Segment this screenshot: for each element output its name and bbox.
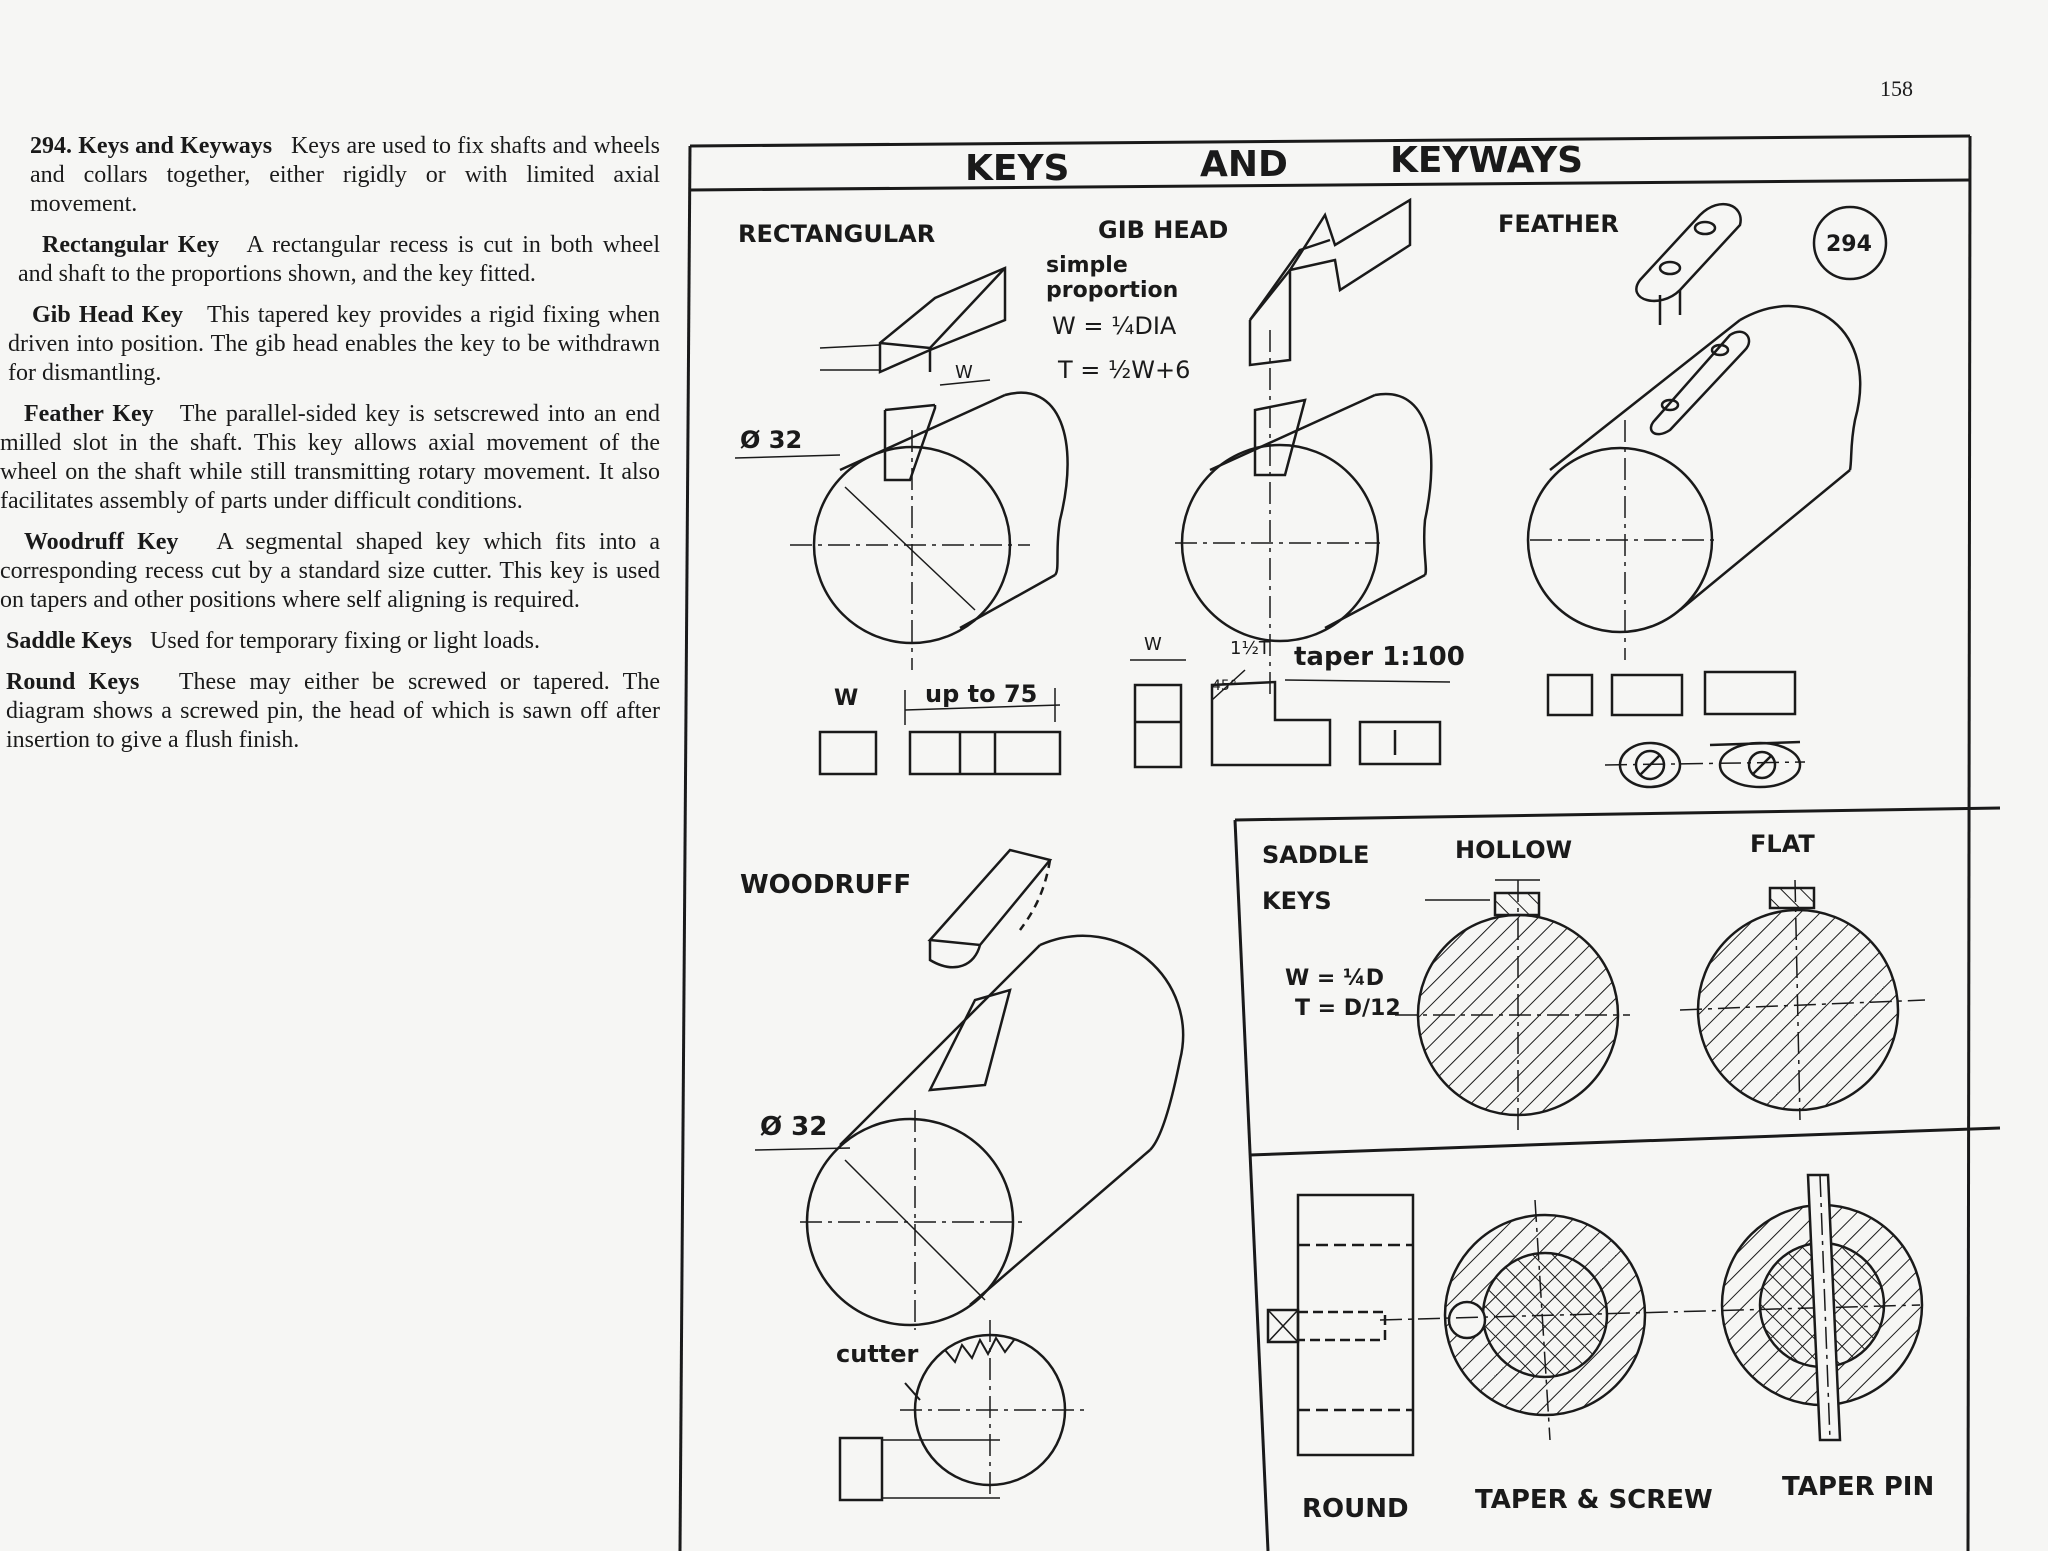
label-taper: taper 1:100	[1294, 642, 1465, 672]
label-saddle: SADDLE	[1262, 841, 1369, 869]
text-column: 294. Keys and Keyways Keys are used to f…	[0, 132, 660, 767]
label-woodruff: WOODRUFF	[740, 870, 911, 900]
woodruff-key	[927, 848, 1053, 969]
gib-key	[1248, 197, 1412, 367]
title-keys: KEYS	[965, 148, 1069, 189]
woodruff-cutter: cutter	[836, 1320, 1090, 1502]
label-taper-pin: TAPER PIN	[1782, 1472, 1934, 1502]
body-gib-head: This tapered key provides a rigid fixing…	[8, 302, 660, 386]
para-gib-head: Gib Head Key This tapered key provides a…	[0, 301, 660, 388]
label-hollow: HOLLOW	[1455, 836, 1572, 864]
sheet-number: 294	[1826, 232, 1872, 257]
title-keyways: KEYWAYS	[1390, 140, 1583, 181]
label-rectangular: RECTANGULAR	[738, 220, 935, 248]
para-saddle: Saddle Keys Used for temporary fixing or…	[0, 627, 660, 656]
label-dia-woodruff: Ø 32	[760, 1112, 827, 1142]
heading-saddle: Saddle Keys	[6, 628, 133, 654]
heading-woodruff: Woodruff Key	[24, 529, 179, 555]
page-number: 158	[1880, 76, 1913, 101]
heading-rectangular: Rectangular Key	[42, 232, 220, 258]
formula-w: W = ¼DIA	[1052, 312, 1177, 340]
frame-lines	[678, 134, 2001, 1551]
gib-cylinder	[1175, 330, 1433, 700]
label-gib-1t: 1½T	[1230, 638, 1271, 659]
title-and: AND	[1200, 144, 1288, 185]
para-round: Round Keys These may either be screwed o…	[0, 668, 660, 755]
formula-t: T = ½W+6	[1057, 356, 1190, 384]
para-keys-keyways: 294. Keys and Keyways Keys are used to f…	[0, 132, 660, 219]
heading-gib-head: Gib Head Key	[32, 302, 183, 328]
para-woodruff: Woodruff Key A segmental shaped key whic…	[0, 528, 660, 615]
label-flat: FLAT	[1750, 830, 1815, 858]
rectangular-key: W	[819, 266, 1007, 386]
para-feather: Feather Key The parallel-sided key is se…	[0, 400, 660, 516]
saddle-formula-w: W = ¼D	[1285, 966, 1384, 991]
label-taper-screw: TAPER & SCREW	[1475, 1485, 1713, 1515]
label-up-to: up to 75	[925, 680, 1037, 708]
feather-views	[1546, 670, 1806, 789]
feather-cylinder	[1526, 304, 1862, 660]
taper-screw-key	[1379, 1199, 1921, 1441]
heading-feather: Feather Key	[24, 401, 154, 427]
woodruff-cylinder: Ø 32	[754, 934, 1185, 1330]
label-proportion: proportion	[1046, 278, 1178, 303]
label-w-key: W	[955, 362, 973, 383]
round-key-side	[1266, 1193, 1415, 1457]
label-gib-45: 45°	[1212, 678, 1237, 694]
gib-views: W 1½T 45° taper 1:100	[1130, 634, 1465, 769]
label-dia-rect: Ø 32	[740, 426, 802, 454]
flat-saddle	[1679, 879, 1926, 1121]
taper-pin-key	[1720, 1173, 1924, 1442]
label-keys: KEYS	[1262, 887, 1332, 915]
body-saddle: Used for temporary fixing or light loads…	[150, 628, 540, 654]
rectangular-views: W up to 75	[818, 680, 1062, 776]
body-woodruff: A segmental shaped key which fits into a…	[0, 529, 660, 613]
heading-round: Round Keys	[6, 669, 140, 695]
feather-key	[1635, 203, 1742, 325]
hollow-saddle	[1395, 879, 1630, 1130]
label-gib-w: W	[1144, 634, 1162, 655]
label-round: ROUND	[1302, 1494, 1409, 1524]
para-rectangular: Rectangular Key A rectangular recess is …	[0, 231, 660, 289]
label-w-bottom: W	[834, 686, 858, 711]
label-simple: simple	[1046, 253, 1128, 278]
body-round: These may either be screwed or tapered. …	[6, 669, 660, 753]
heading-keys-keyways: 294. Keys and Keyways	[30, 133, 273, 159]
label-cutter: cutter	[836, 1340, 919, 1368]
rectangular-cylinder: Ø 32	[734, 391, 1069, 670]
body-keys-keyways: Keys are used to fix shafts and wheels a…	[30, 133, 661, 217]
saddle-formula-t: T = D/12	[1295, 996, 1401, 1021]
label-feather: FEATHER	[1498, 210, 1619, 238]
body-feather: The parallel-sided key is setscrewed int…	[0, 401, 660, 514]
body-rectangular: A rectangular recess is cut in both whee…	[18, 232, 661, 287]
label-gib-head: GIB HEAD	[1098, 216, 1228, 244]
